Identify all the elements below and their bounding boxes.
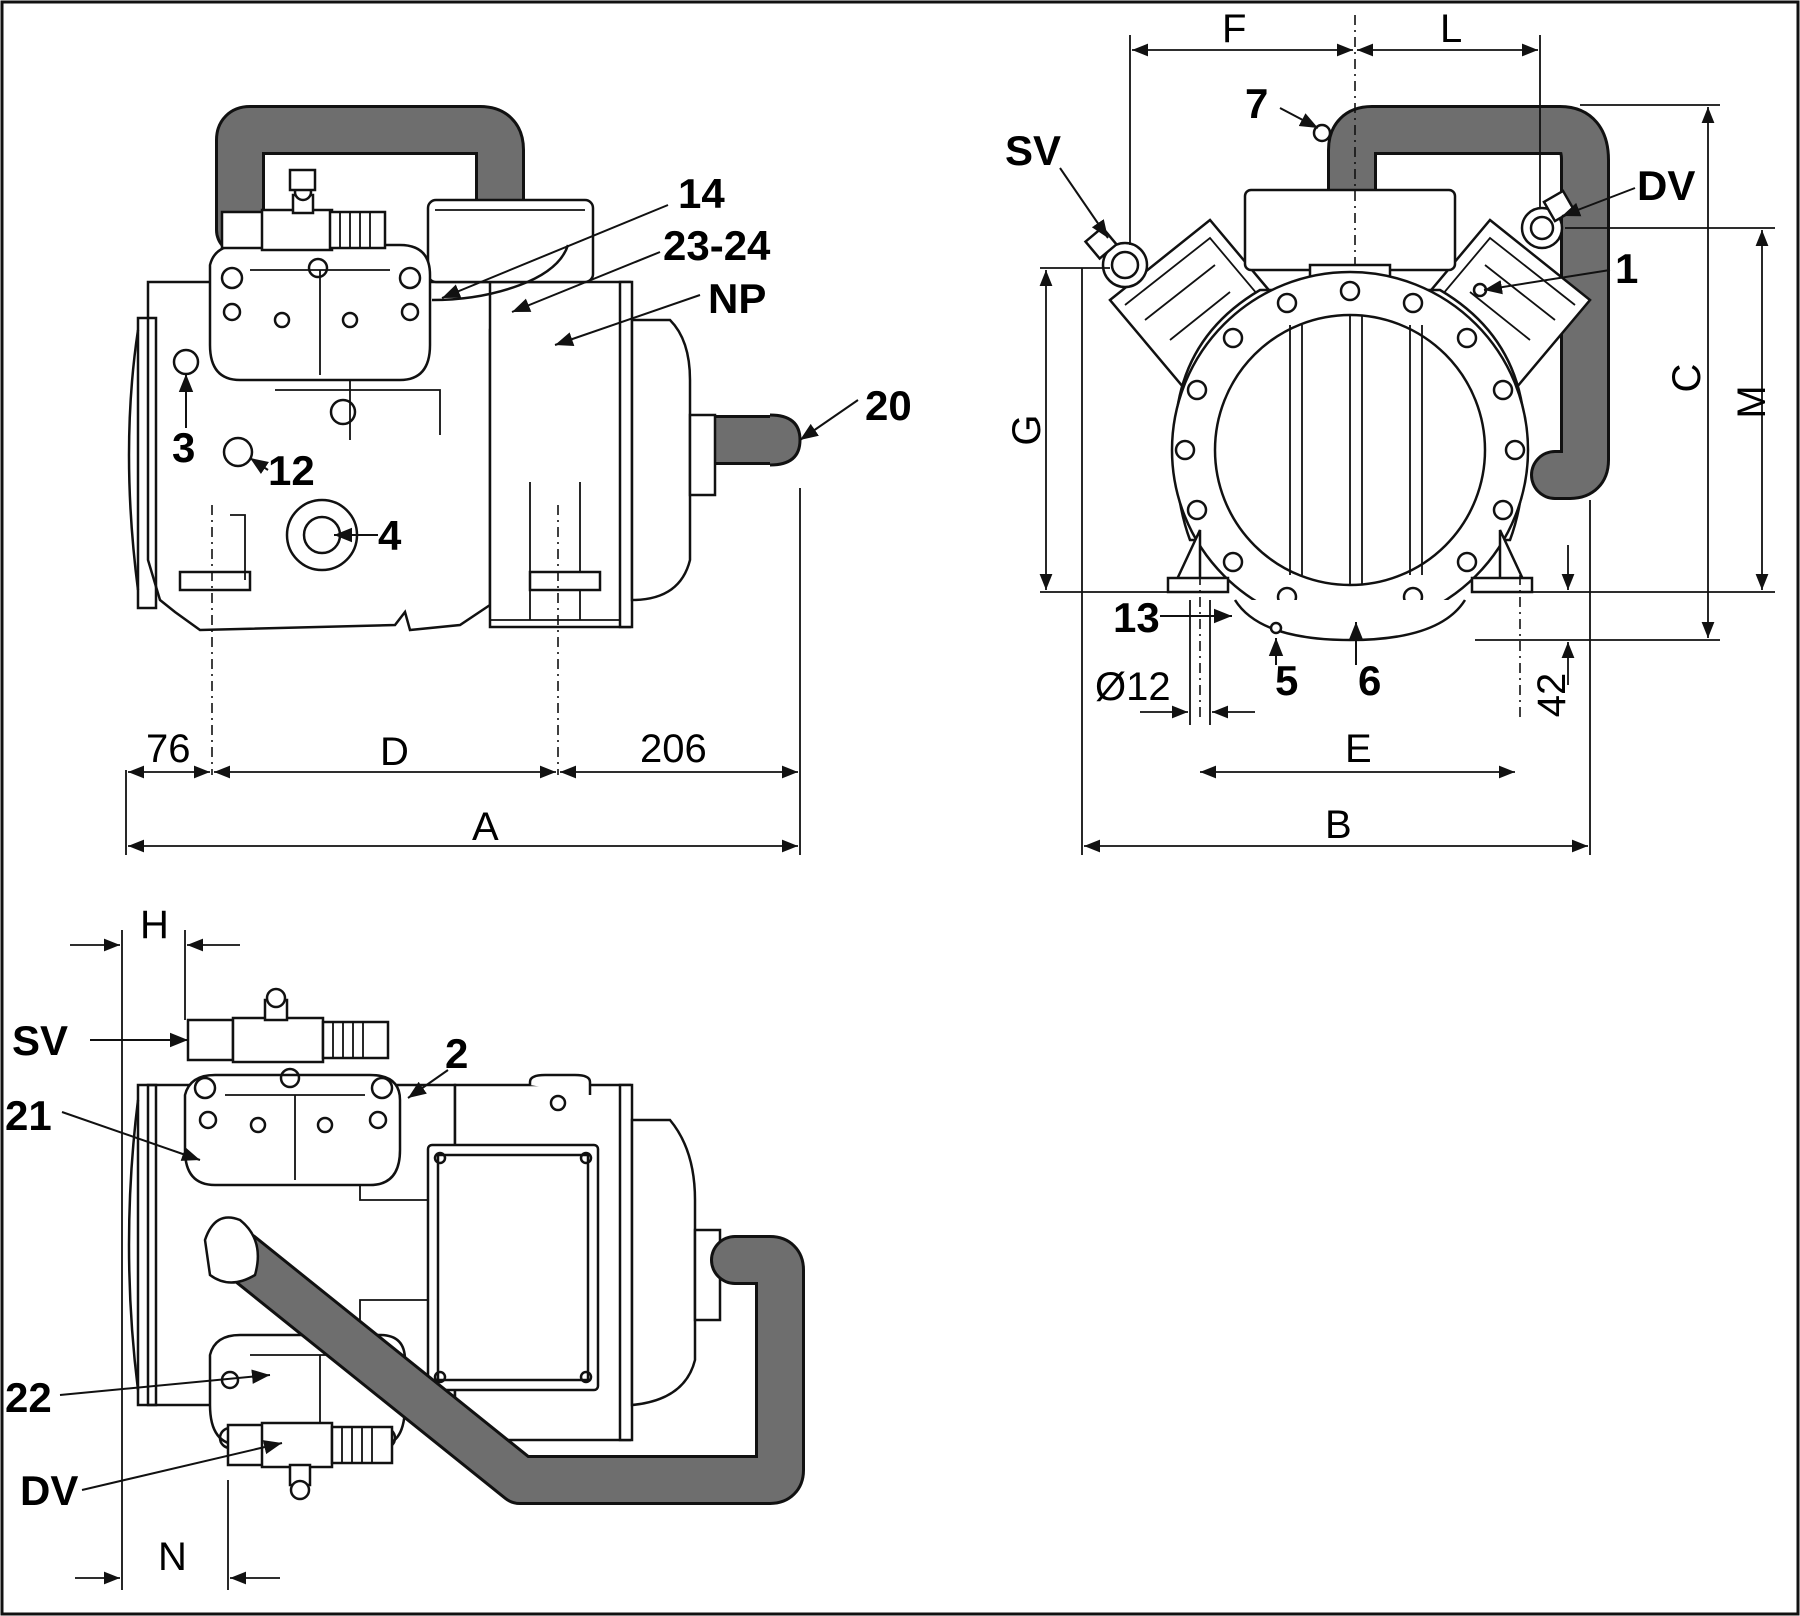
dim-g: G (1005, 414, 1049, 445)
dim-76: 76 (146, 727, 191, 771)
dim-n: N (158, 1535, 187, 1579)
dim-h: H (140, 903, 169, 947)
dim-l: L (1440, 7, 1462, 51)
side-view (127, 105, 802, 775)
callout-sv-top: SV (12, 1017, 68, 1064)
suction-valve-side (220, 210, 266, 250)
callout-22: 22 (5, 1374, 52, 1421)
discharge-pipe-top (215, 1230, 805, 1505)
callout-2: 2 (445, 1030, 468, 1077)
dim-206: 206 (640, 727, 707, 771)
suction-valve-front (1101, 241, 1149, 289)
cylinder-head-top-1 (183, 1073, 402, 1187)
side-view-dimensions: 76 D 206 A (125, 488, 801, 855)
callout-21: 21 (5, 1092, 52, 1139)
callout-3: 3 (172, 424, 195, 471)
front-view-dimensions: F L G C M 42 Ø12 E B (1005, 7, 1775, 855)
terminal-box-top (426, 1143, 600, 1392)
callout-1: 1 (1615, 245, 1638, 292)
dim-42: 42 (1530, 673, 1574, 718)
motor-flange (1170, 270, 1530, 630)
dim-d: D (380, 730, 409, 774)
top-view-callouts: SV 2 21 22 DV (5, 1017, 468, 1514)
side-view-callouts: 14 23-24 NP 20 3 12 4 (172, 170, 912, 559)
callout-14: 14 (678, 170, 725, 217)
callout-13: 13 (1113, 594, 1160, 641)
callout-dv-front: DV (1637, 162, 1695, 209)
callout-23-24: 23-24 (663, 222, 771, 269)
callout-7: 7 (1245, 80, 1268, 127)
dim-dia12: Ø12 (1095, 665, 1171, 709)
callout-4: 4 (378, 512, 402, 559)
callout-20: 20 (865, 382, 912, 429)
callout-np: NP (708, 275, 766, 322)
callout-dv-top: DV (20, 1467, 78, 1514)
top-view-dimensions: H N (70, 903, 280, 1590)
dim-m: M (1730, 385, 1774, 418)
dim-a: A (472, 805, 499, 849)
dim-f: F (1222, 7, 1246, 51)
dim-c: C (1665, 364, 1709, 393)
front-view-callouts: 7 SV DV 1 13 5 6 (1005, 80, 1695, 704)
top-view (127, 987, 805, 1505)
callout-5: 5 (1275, 657, 1298, 704)
suction-valve-top (186, 1018, 235, 1062)
dim-b: B (1325, 803, 1352, 847)
terminal-box (426, 198, 595, 284)
suction-pipe-top (215, 105, 525, 293)
callout-sv-front: SV (1005, 127, 1061, 174)
suction-pipe-front (1327, 105, 1610, 500)
callout-6: 6 (1358, 657, 1381, 704)
dim-e: E (1345, 727, 1372, 771)
callout-12: 12 (268, 447, 315, 494)
front-view (1083, 15, 1610, 720)
